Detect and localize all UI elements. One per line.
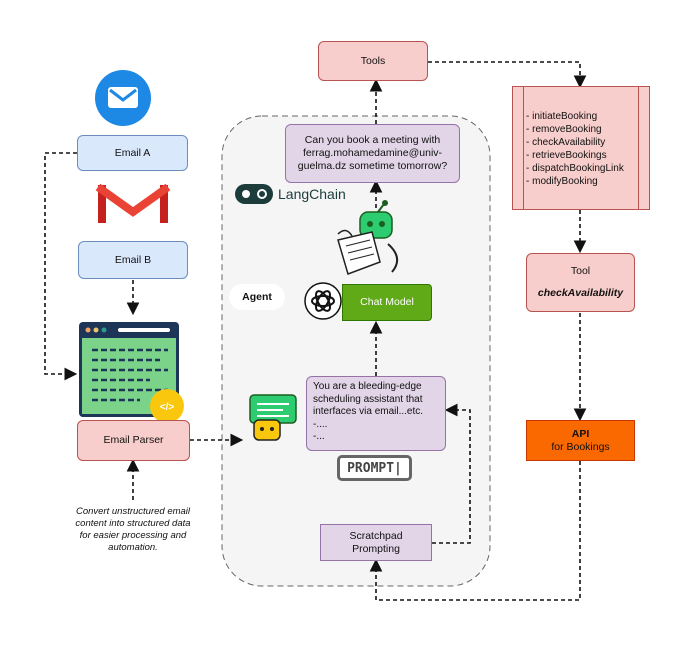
parser-note-line: automation. xyxy=(108,542,158,553)
tools-box: Tools xyxy=(318,41,428,81)
email-parser-box: Email Parser xyxy=(77,420,190,461)
tool-methods-box: - initiateBooking - removeBooking - chec… xyxy=(512,86,650,210)
email-icon xyxy=(95,70,151,126)
system-prompt-box: You are a bleeding-edge scheduling assis… xyxy=(306,376,446,451)
parser-note: Convert unstructured email content into … xyxy=(58,506,208,554)
tool-box: Tool checkAvailability xyxy=(526,253,635,312)
prompt-line: You are a bleeding-edge xyxy=(313,381,422,392)
method-item: - retrieveBookings xyxy=(526,150,607,161)
query-line: guelma.dz sometime tomorrow? xyxy=(297,160,448,172)
agent-label-box: Agent xyxy=(229,284,285,310)
email-parser-label: Email Parser xyxy=(103,434,164,446)
browser-window-icon xyxy=(79,322,179,417)
email-b-box: Email B xyxy=(78,241,188,279)
tool-name: checkAvailability xyxy=(537,287,624,299)
openai-logo-icon xyxy=(304,282,342,320)
arrow-tools-to-methods xyxy=(428,61,587,89)
arrow-api-to-scratchpad xyxy=(369,461,581,601)
method-item: - modifyBooking xyxy=(526,176,598,187)
agent-container xyxy=(221,115,491,587)
parser-note-line: Convert unstructured email xyxy=(75,506,191,517)
prompt-line: -.... xyxy=(313,418,328,430)
parser-note-line: for easier processing and xyxy=(79,530,187,541)
scratchpad-line: Scratchpad xyxy=(349,529,403,542)
email-b-label: Email B xyxy=(114,253,152,266)
query-line: Can you book a meeting with xyxy=(304,134,441,146)
robot-reading-icon xyxy=(337,200,399,275)
api-box: API for Bookings xyxy=(526,420,635,461)
arrow-emaila-to-parser xyxy=(44,152,78,381)
agent-label: Agent xyxy=(242,290,272,303)
api-subtitle: for Bookings xyxy=(551,440,610,453)
prompt-badge-label: PROMPT| xyxy=(347,460,402,476)
scratchpad-line: Prompting xyxy=(352,542,400,555)
chat-model-label: Chat Model xyxy=(360,296,414,308)
arrow-scratchpad-to-prompt xyxy=(432,403,471,544)
tool-methods-list: - initiateBooking - removeBooking - chec… xyxy=(526,110,624,188)
method-item: - checkAvailability xyxy=(526,137,606,148)
prompt-line: scheduling assistant that xyxy=(313,393,423,405)
method-item: - removeBooking xyxy=(526,124,602,135)
scratchpad-box: Scratchpad Prompting xyxy=(320,524,432,561)
user-query-box: Can you book a meeting with ferrag.moham… xyxy=(285,124,460,183)
chatbot-icon xyxy=(249,394,297,441)
chat-model-box: Chat Model xyxy=(342,284,432,321)
parser-note-line: content into structured data xyxy=(75,518,191,529)
langchain-logo-icon xyxy=(235,184,273,204)
code-badge-icon: </> xyxy=(150,389,184,423)
tools-label: Tools xyxy=(360,54,386,67)
prompt-line: -... xyxy=(313,431,325,442)
svg-text:</>: </> xyxy=(160,402,175,413)
email-a-label: Email A xyxy=(114,146,151,159)
method-item: - dispatchBookingLink xyxy=(526,163,624,174)
query-line: ferrag.mohamedamine@univ- xyxy=(302,147,443,159)
prompt-badge: PROMPT| xyxy=(337,455,412,481)
email-a-box: Email A xyxy=(77,135,188,171)
langchain-label: LangChain xyxy=(278,186,346,202)
gmail-icon xyxy=(95,183,171,223)
api-title: API xyxy=(571,427,590,440)
tool-title: Tool xyxy=(570,265,591,277)
prompt-line: interfaces via email...etc. xyxy=(313,406,424,417)
method-item: - initiateBooking xyxy=(526,111,598,122)
